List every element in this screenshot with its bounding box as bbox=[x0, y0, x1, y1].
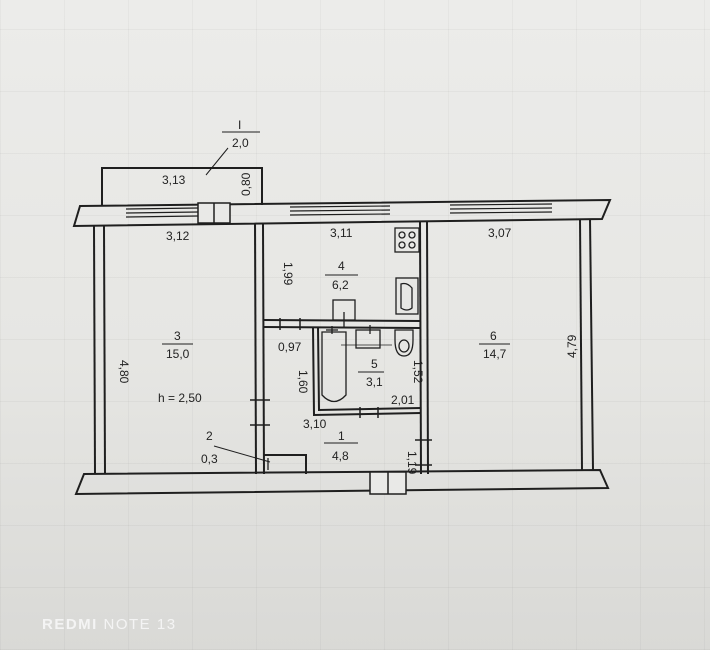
room6-length: 4,79 bbox=[565, 334, 579, 358]
room5-area: 3,1 bbox=[366, 375, 383, 389]
balcony-width: 0,80 bbox=[239, 172, 253, 196]
room6-area: 14,7 bbox=[483, 347, 507, 361]
bottom-exterior-wall bbox=[74, 468, 610, 496]
bathroom-wall bbox=[312, 326, 422, 417]
room4-width: 3,11 bbox=[330, 226, 353, 240]
closet-wall bbox=[264, 454, 307, 474]
bathtub-icon bbox=[321, 331, 347, 403]
room3-area: 15,0 bbox=[166, 347, 190, 361]
room1-number: 1 bbox=[338, 429, 345, 443]
room1-width: 3,10 bbox=[303, 417, 327, 431]
room6-width: 3,07 bbox=[488, 226, 512, 240]
room1-area: 4,8 bbox=[332, 449, 349, 463]
room3-number: 3 bbox=[174, 329, 181, 343]
room5-number: 5 bbox=[371, 357, 378, 371]
balcony-area: 2,0 bbox=[232, 136, 249, 150]
room4-number: 4 bbox=[338, 259, 345, 273]
partition-room6-west bbox=[419, 220, 422, 475]
room5-height-dim: 1,52 bbox=[411, 360, 425, 384]
room5-width: 2,01 bbox=[391, 393, 415, 407]
partition-room3-east bbox=[254, 223, 257, 475]
room2-number: 2 bbox=[206, 429, 213, 443]
right-exterior-wall bbox=[579, 218, 583, 471]
balcony-length: 3,13 bbox=[162, 173, 186, 187]
room3-width: 3,12 bbox=[166, 229, 190, 243]
room6-number: 6 bbox=[490, 329, 497, 343]
watermark-brand: REDMI bbox=[42, 616, 98, 633]
sink-icon bbox=[395, 277, 419, 315]
washbasin-icon bbox=[355, 329, 381, 349]
stove-icon bbox=[394, 227, 420, 253]
left-exterior-wall bbox=[93, 225, 96, 475]
room2-area: 0,3 bbox=[201, 452, 218, 466]
dim-160: 1,60 bbox=[296, 370, 310, 394]
camera-watermark: REDMI NOTE 13 bbox=[42, 616, 177, 633]
watermark-model: NOTE 13 bbox=[103, 616, 177, 633]
toilet-icon bbox=[394, 329, 414, 357]
room3-length: 4,80 bbox=[117, 360, 131, 384]
dim-097: 0,97 bbox=[278, 340, 302, 354]
room1-depth: 1,19 bbox=[405, 451, 419, 475]
balcony-number: I bbox=[238, 118, 241, 132]
balcony-outline bbox=[101, 167, 263, 205]
room3-height: h = 2,50 bbox=[158, 391, 202, 405]
room4-depth: 1,99 bbox=[281, 262, 295, 286]
top-exterior-wall bbox=[72, 198, 612, 228]
room4-area: 6,2 bbox=[332, 278, 349, 292]
